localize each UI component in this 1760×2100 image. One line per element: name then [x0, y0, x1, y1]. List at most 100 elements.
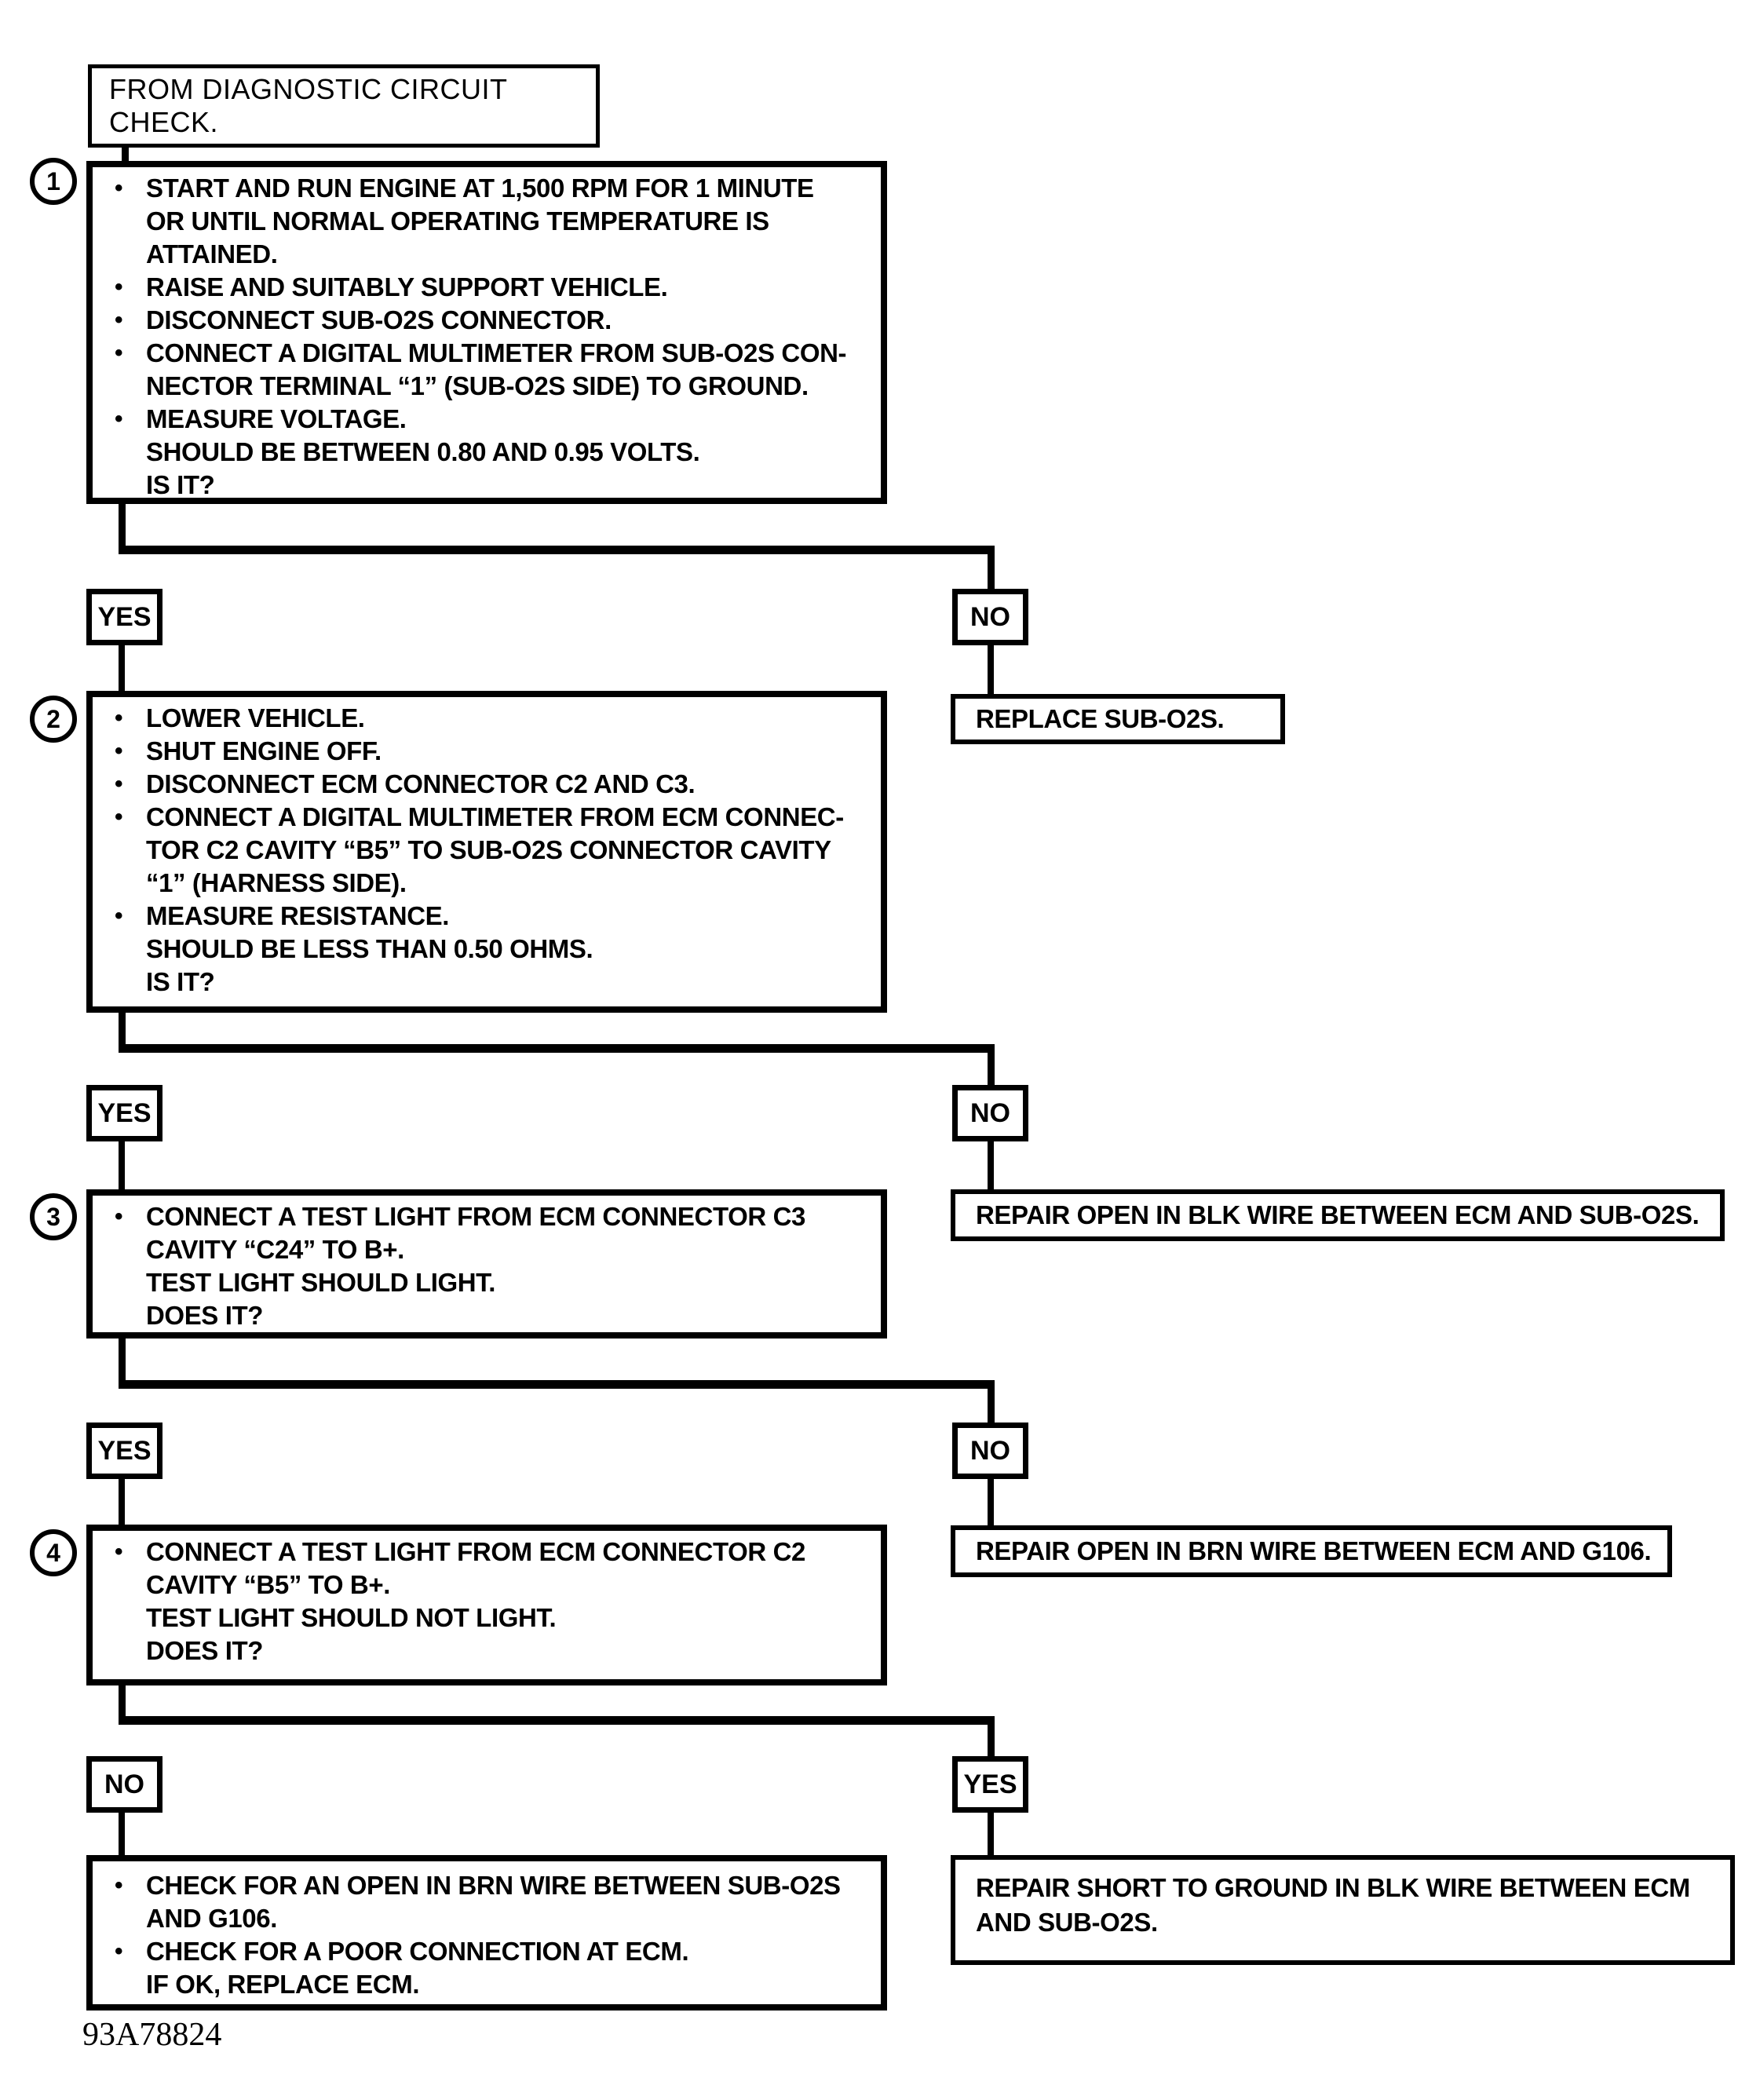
step-line: • DISCONNECT SUB-O2S CONNECTOR. [93, 304, 881, 337]
step-line: •CHECK FOR A POOR CONNECTION AT ECM. [93, 1935, 881, 1968]
step-4-yes-box: YES [952, 1756, 1028, 1813]
step-2-number: 2 [30, 696, 77, 743]
action-line-text: REPLACE SUB-O2S. [976, 704, 1225, 733]
step-line: CAVITY “C24” TO B+. [93, 1233, 881, 1266]
connector-1-no-stub [988, 645, 994, 694]
connector-1-horizontal [119, 546, 995, 554]
connector-4-no-stub [119, 1813, 125, 1857]
step-1-no-box: NO [952, 589, 1028, 645]
step-line: • MEASURE VOLTAGE. [93, 403, 881, 436]
step-line: DOES IT? [93, 1634, 881, 1667]
step-line-text: CHECK FOR A POOR CONNECTION AT ECM. [146, 1937, 689, 1966]
step-line: SHOULD BE BETWEEN 0.80 AND 0.95 VOLTS. [93, 436, 881, 469]
step-line-text: DOES IT? [146, 1636, 263, 1665]
step-2-box: •LOWER VEHICLE.•SHUT ENGINE OFF.•DISCONN… [86, 691, 887, 1013]
bullet-spacer [93, 933, 146, 966]
branch-label: NO [104, 1769, 144, 1799]
step-line-text: MEASURE RESISTANCE. [146, 901, 449, 930]
step-3-number: 3 [30, 1193, 77, 1240]
step-line-text: CONNECT A DIGITAL MULTIMETER FROM SUB-O2… [146, 338, 847, 367]
bullet-dot: • [115, 903, 123, 929]
step-line-text: DISCONNECT ECM CONNECTOR C2 AND C3. [146, 769, 696, 798]
step-line: • CONNECT A TEST LIGHT FROM ECM CONNECTOR… [93, 1536, 881, 1569]
bullet-dot: • [115, 804, 123, 830]
step-line: •RAISE AND SUITABLY SUPPORT VEHICLE. [93, 271, 881, 304]
connector-1-right-drop [988, 546, 995, 593]
action-line-text: REPAIR OPEN IN BLK WIRE BETWEEN ECM AND … [976, 1200, 1700, 1229]
step-1-number: 1 [30, 158, 77, 205]
action-line-text: REPAIR OPEN IN BRN WIRE BETWEEN ECM AND … [976, 1536, 1652, 1565]
step-line-text: SHOULD BE LESS THAN 0.50 OHMS. [146, 934, 593, 963]
step-1-box: •START AND RUN ENGINE AT 1,500 RPM FOR 1… [86, 161, 887, 504]
bullet-spacer [93, 238, 146, 271]
bullet-spacer [93, 966, 146, 999]
step-line-text: TOR C2 CAVITY “B5” TO SUB-O2S CONNECTOR … [146, 835, 831, 864]
branch-label: NO [970, 1435, 1010, 1466]
bullet-dot: • [115, 1539, 123, 1565]
step-line: IS IT? [93, 966, 881, 999]
bullet-spacer [93, 205, 146, 238]
step-line: NECTOR TERMINAL “1” (SUB-O2S SIDE) TO GR… [93, 370, 881, 403]
step-line: • SHUT ENGINE OFF. [93, 735, 881, 768]
step-line-text: IS IT? [146, 967, 215, 996]
step-2-no-box: NO [952, 1085, 1028, 1141]
step-line: ATTAINED. [93, 238, 881, 271]
step-line-text: CONNECT A TEST LIGHT FROM ECM CONNECTOR … [146, 1537, 805, 1566]
step-line-text: CHECK FOR AN OPEN IN BRN WIRE BETWEEN SU… [146, 1871, 841, 1900]
bullet-spacer [93, 1902, 146, 1935]
step-4-number: 4 [30, 1529, 77, 1576]
step-line-text: CONNECT A TEST LIGHT FROM ECM CONNECTOR … [146, 1202, 805, 1231]
bullet-dot: • [115, 307, 123, 333]
connector-3-no-stub [988, 1479, 994, 1525]
step-number-text: 2 [46, 704, 60, 733]
action-line-text: AND SUB-O2S. [976, 1908, 1158, 1937]
bullet-spacer [93, 370, 146, 403]
step-line-text: SHOULD BE BETWEEN 0.80 AND 0.95 VOLTS. [146, 437, 700, 466]
bullet-spacer [93, 1266, 146, 1299]
connector-3-yes-stub [119, 1479, 125, 1525]
branch-label: NO [970, 601, 1010, 632]
step-line-text: CONNECT A DIGITAL MULTIMETER FROM ECM CO… [146, 802, 844, 831]
step-line: IS IT? [93, 469, 881, 502]
step-line: • MEASURE RESISTANCE. [93, 900, 881, 933]
step-line-text: NECTOR TERMINAL “1” (SUB-O2S SIDE) TO GR… [146, 371, 809, 400]
step-line-text: MEASURE VOLTAGE. [146, 404, 407, 433]
step-number-text: 1 [46, 166, 60, 195]
branch-label: NO [970, 1097, 1010, 1128]
bullet-spacer [93, 1233, 146, 1266]
action-line-text: REPAIR SHORT TO GROUND IN BLK WIRE BETWE… [976, 1873, 1690, 1902]
step-line: TEST LIGHT SHOULD NOT LIGHT. [93, 1601, 881, 1634]
step-line-text: AND G106. [146, 1904, 277, 1933]
step-2-no-action-box: REPAIR OPEN IN BLK WIRE BETWEEN ECM AND … [951, 1189, 1725, 1241]
connector-2-left-drop [119, 1011, 126, 1049]
step-line: • CONNECT A DIGITAL MULTIMETER FROM ECM C… [93, 801, 881, 834]
step-4-box: • CONNECT A TEST LIGHT FROM ECM CONNECTOR… [86, 1525, 887, 1685]
step-line: •LOWER VEHICLE. [93, 702, 881, 735]
step-line: •CONNECT A DIGITAL MULTIMETER FROM SUB-O… [93, 337, 881, 370]
step-line: IF OK, REPLACE ECM. [93, 1968, 881, 2001]
step-line-text: DISCONNECT SUB-O2S CONNECTOR. [146, 305, 612, 334]
bullet-dot: • [115, 705, 123, 731]
branch-label: YES [97, 1435, 152, 1466]
bullet-dot: • [115, 175, 123, 201]
step-line-text: SHUT ENGINE OFF. [146, 736, 382, 765]
step-line-text: OR UNTIL NORMAL OPERATING TEMPERATURE IS [146, 206, 769, 236]
step-line: •DISCONNECT ECM CONNECTOR C2 AND C3. [93, 768, 881, 801]
step-line-text: CAVITY “C24” TO B+. [146, 1235, 404, 1264]
step-line-text: TEST LIGHT SHOULD LIGHT. [146, 1268, 496, 1297]
bullet-dot: • [115, 406, 123, 432]
step-line-text: ATTAINED. [146, 239, 278, 268]
bullet-spacer [93, 1968, 146, 2001]
bullet-spacer [93, 1634, 146, 1667]
step-line: •CONNECT A TEST LIGHT FROM ECM CONNECTOR… [93, 1200, 881, 1233]
bullet-spacer [93, 867, 146, 900]
step-line: AND G106. [93, 1902, 881, 1935]
branch-label: YES [97, 1097, 152, 1128]
start-node-label: FROM DIAGNOSTIC CIRCUIT CHECK. [109, 73, 507, 138]
step-1-no-action-box: REPLACE SUB-O2S. [951, 694, 1285, 744]
bullet-dot: • [115, 738, 123, 764]
step-number-text: 3 [46, 1202, 60, 1231]
connector-2-right-drop [988, 1044, 995, 1087]
bullet-spacer [93, 1569, 146, 1601]
